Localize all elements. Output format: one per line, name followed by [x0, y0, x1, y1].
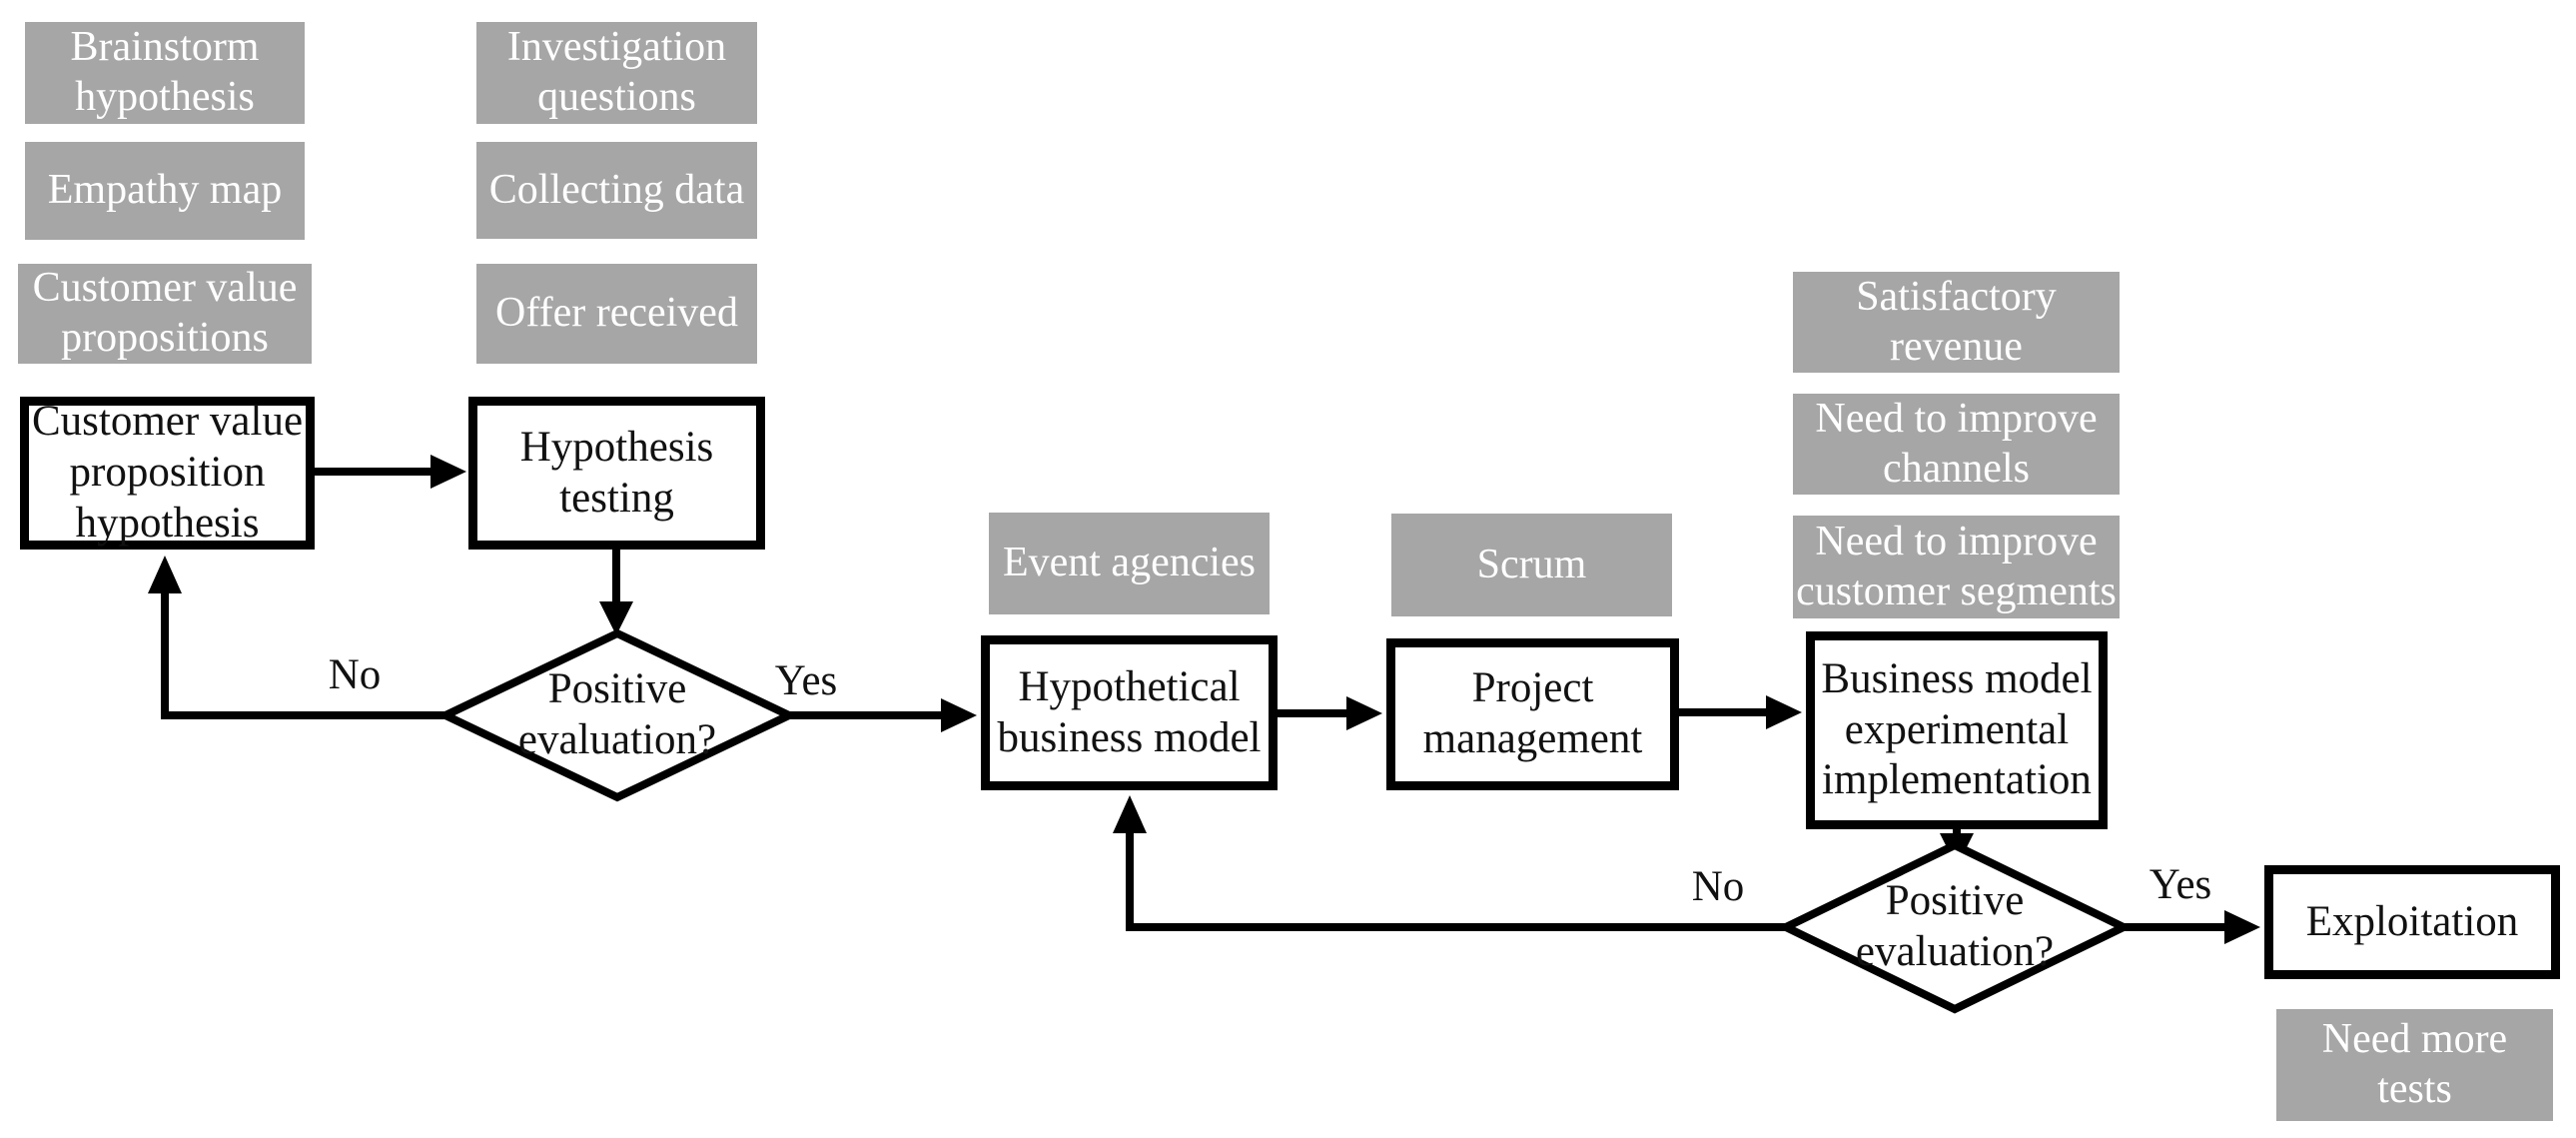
process-exploitation: Exploitation	[2264, 865, 2560, 979]
edge-decision1-no-loop	[161, 593, 449, 719]
edge-decision2-no-loop	[1126, 833, 1789, 931]
arrowhead-project-to-implementation	[1766, 695, 1802, 729]
tag-brainstorm-hypothesis: Brainstorm hypothesis	[25, 22, 305, 124]
tag-satisfactory-revenue: Satisfactory revenue	[1793, 272, 2120, 373]
process-hypothetical-business-model: Hypothetical business model	[981, 635, 1278, 790]
decision-label-positive-evaluation-2: Positive evaluation?	[1855, 877, 2055, 975]
tag-need-to-improve-channels: Need to improve channels	[1793, 394, 2120, 495]
edge-label-no-1: No	[328, 650, 382, 698]
edge-label-yes-1: Yes	[774, 656, 838, 704]
tag-empathy-map: Empathy map	[25, 142, 305, 240]
tag-investigation-questions: Investigation questions	[476, 22, 757, 124]
tag-scrum: Scrum	[1391, 514, 1672, 616]
arrowhead-testing-to-decision1	[599, 601, 633, 635]
arrowhead-model-to-project	[1346, 696, 1382, 730]
edge-label-yes-2: Yes	[2148, 860, 2212, 908]
arrowhead-decision2-no-loop	[1113, 795, 1147, 833]
decision-diamond-2	[1776, 840, 2134, 1014]
tag-need-to-improve-customer-segments: Need to improve customer segments	[1793, 516, 2120, 618]
process-customer-value-proposition-hypothesis: Customer value proposition hypothesis	[20, 397, 315, 550]
edge-label-no-2: No	[1691, 862, 1745, 910]
arrowhead-decision2-yes	[2224, 910, 2260, 944]
arrowhead-decision1-yes	[941, 698, 977, 732]
tag-customer-value-propositions: Customer value propositions	[18, 264, 312, 364]
decision-label-positive-evaluation-1: Positive evaluation?	[517, 665, 717, 763]
process-business-model-experimental-implementation: Business model experimental implementati…	[1806, 631, 2108, 829]
process-project-management: Project management	[1386, 638, 1679, 790]
tag-event-agencies: Event agencies	[989, 513, 1270, 614]
tag-offer-received: Offer received	[476, 264, 757, 364]
arrowhead-cvp-to-testing	[430, 455, 466, 489]
process-hypothesis-testing: Hypothesis testing	[468, 397, 765, 550]
decision-diamond-1	[435, 628, 799, 802]
tag-collecting-data: Collecting data	[476, 142, 757, 239]
tag-need-more-tests: Need more tests	[2276, 1009, 2553, 1121]
arrowhead-decision1-no-loop	[148, 556, 182, 593]
